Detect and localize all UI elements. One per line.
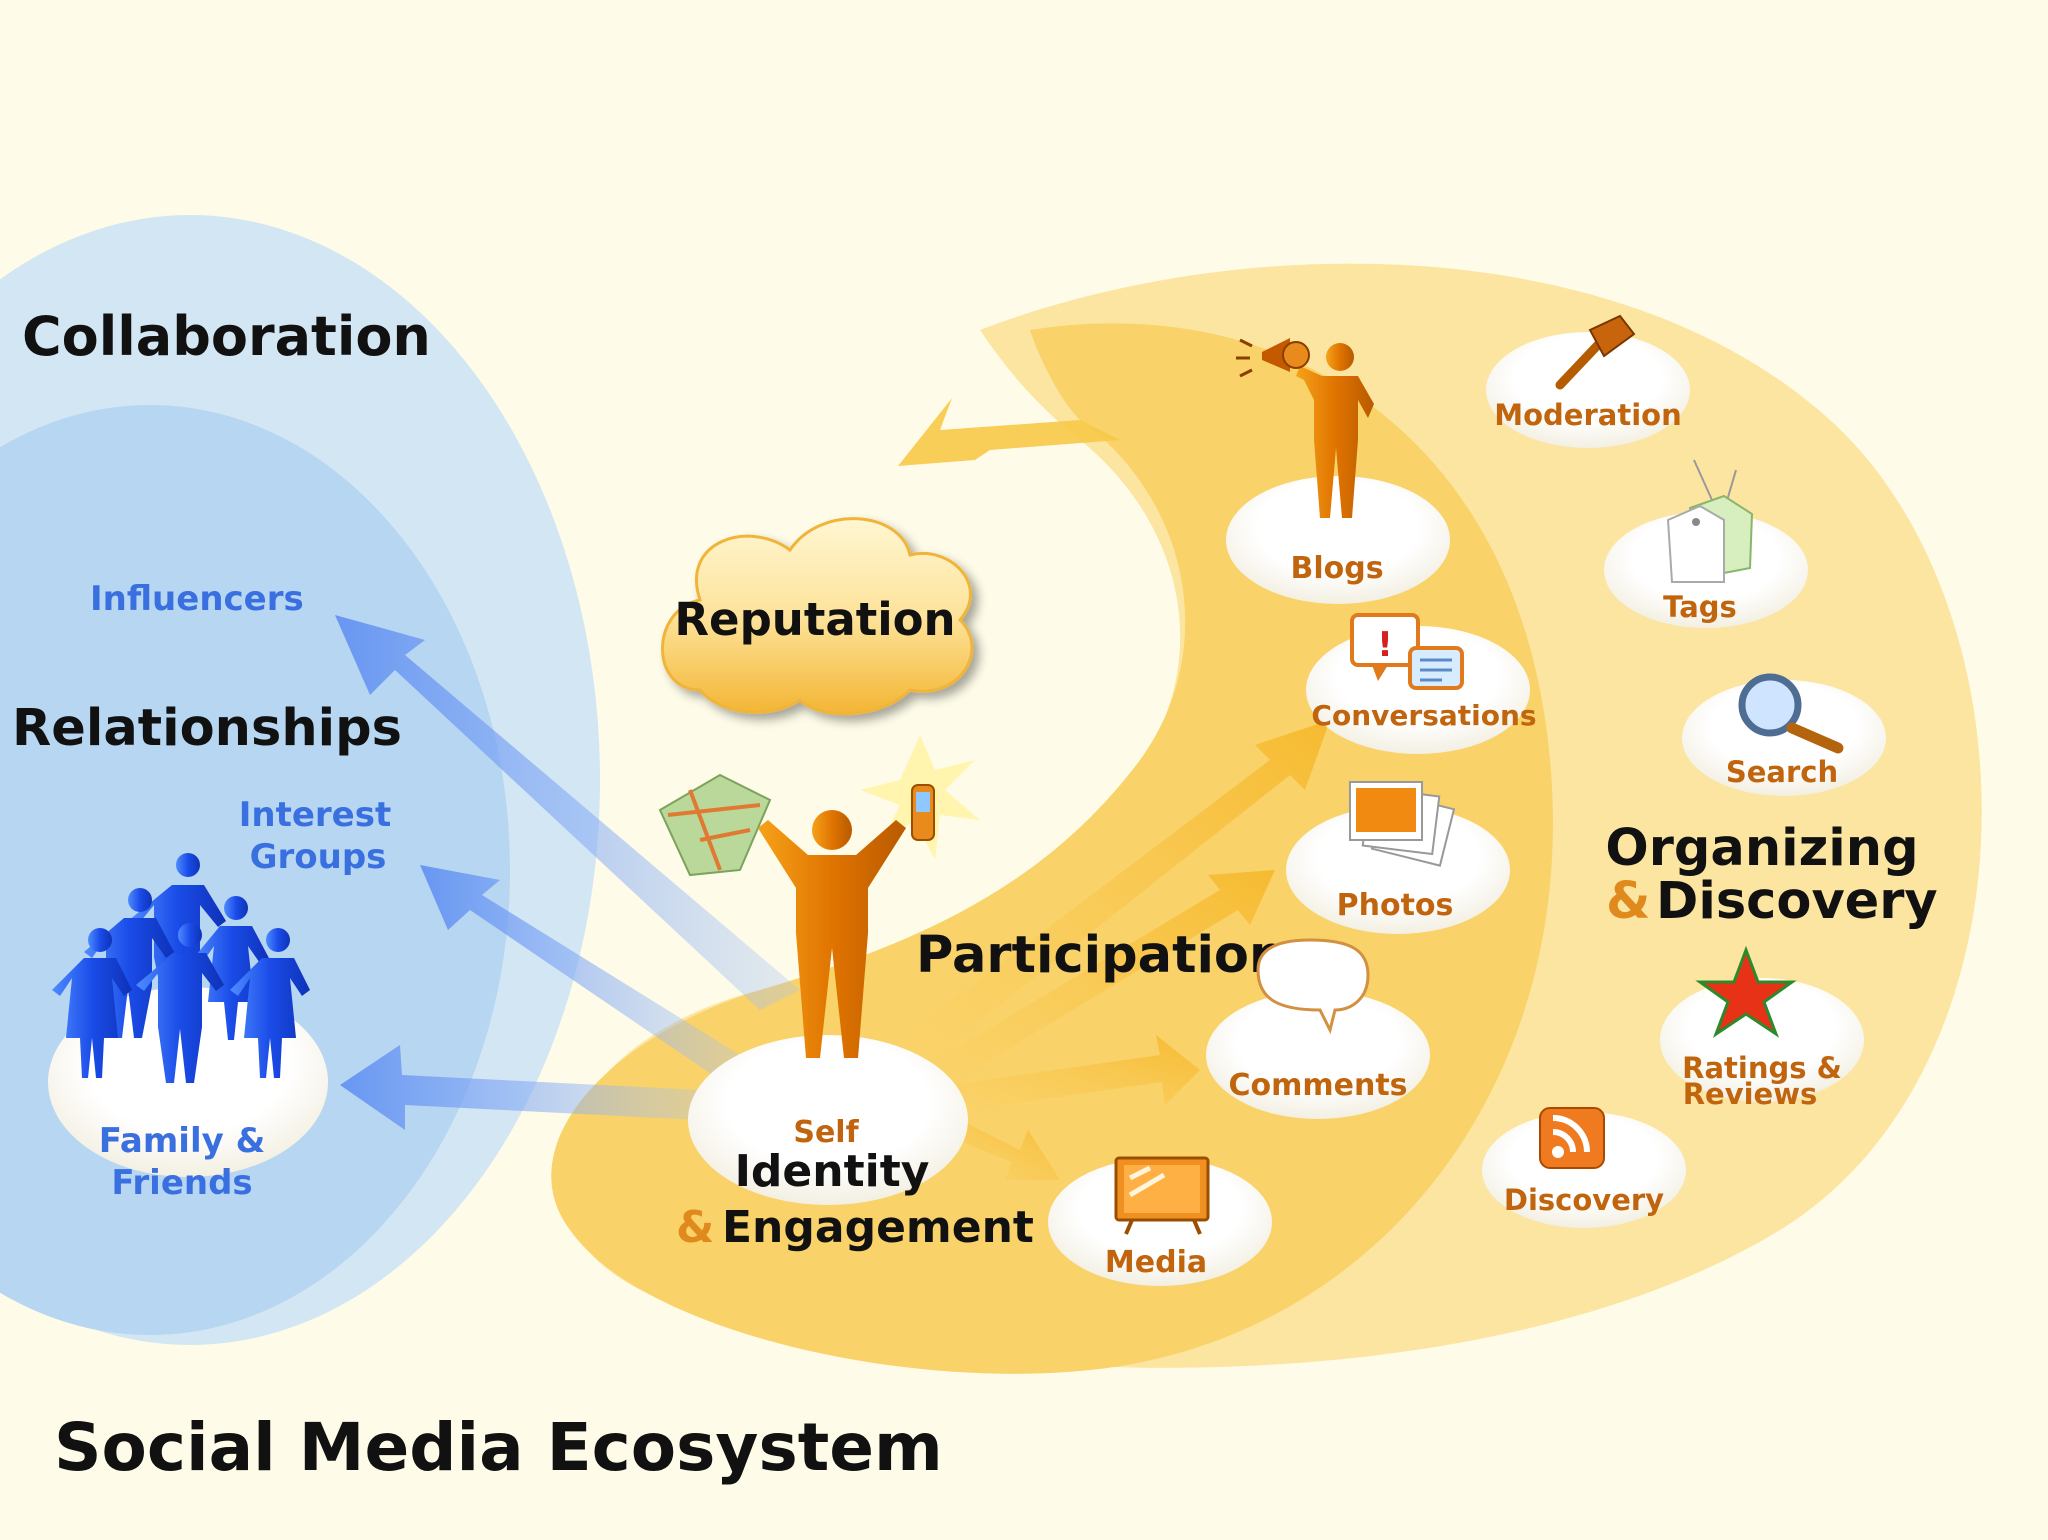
arrow-to-media: [945, 1115, 1060, 1180]
people-group-icon: [52, 853, 310, 1083]
star-icon: [1695, 945, 1797, 1038]
influencers-label: Influencers: [90, 579, 304, 619]
identity-amp: &: [676, 1202, 714, 1253]
identity-label: Identity: [735, 1146, 930, 1197]
engagement-label: Engagement: [722, 1202, 1034, 1253]
reputation-return-arrow: [898, 398, 1120, 466]
arrow-to-conversations: [900, 720, 1330, 1060]
self-disc: [688, 1035, 968, 1205]
map-icon: [658, 773, 772, 877]
search-label: Search: [1726, 755, 1838, 789]
arrow-to-photos: [920, 870, 1275, 1090]
relationships-heading: Relationships: [12, 699, 402, 758]
ratings-reviews-label-2: Reviews: [1683, 1077, 1818, 1111]
page-title: Social Media Ecosystem: [54, 1409, 943, 1486]
tv-screen-icon: [1114, 1156, 1210, 1235]
conversations-label: Conversations: [1311, 699, 1536, 732]
speech-bubbles-icon: !: [1350, 613, 1464, 690]
organizing-item-search: Search: [1682, 673, 1886, 796]
organizing-item-tags: Tags: [1604, 459, 1808, 628]
collaboration-heading: Collaboration: [22, 305, 431, 368]
reputation-label: Reputation: [674, 593, 955, 646]
organizing-amp: &: [1606, 872, 1650, 931]
arrow-to-family-friends: [340, 1045, 700, 1130]
discovery-label: Discovery: [1504, 1183, 1664, 1217]
self-person-icon: [758, 810, 906, 1058]
organizing-item-ratings-reviews: Ratings & Reviews: [1660, 945, 1864, 1111]
photo-stack-icon: [1349, 781, 1456, 867]
participation-item-blogs: Blogs: [1226, 338, 1450, 604]
participation-item-media: Media: [1048, 1156, 1272, 1286]
rss-icon: [1539, 1107, 1605, 1169]
hammer-icon: [1555, 314, 1636, 390]
participation-heading: Participation: [916, 926, 1285, 985]
family-friends-group: [48, 853, 328, 1177]
blogs-label: Blogs: [1290, 551, 1383, 586]
organizing-heading: Organizing: [1605, 819, 1918, 878]
organizing-item-discovery: Discovery: [1482, 1107, 1686, 1228]
interest-groups-label-1: Interest: [239, 795, 392, 835]
comment-bubble-icon: [1256, 938, 1370, 1035]
media-label: Media: [1105, 1245, 1207, 1280]
participation-item-conversations: ! Conversations: [1306, 613, 1537, 754]
arrow-to-comments: [950, 1035, 1200, 1112]
self-label: Self: [793, 1115, 859, 1150]
arrow-to-interest-groups: [420, 865, 740, 1080]
svg-text:!: !: [1377, 625, 1393, 665]
tags-label: Tags: [1663, 590, 1737, 624]
tags-icon: [1666, 459, 1754, 583]
ratings-reviews-label-1: Ratings &: [1682, 1051, 1842, 1085]
family-friends-label-2: Friends: [111, 1163, 252, 1203]
participation-arrows: [900, 720, 1330, 1180]
magnifier-icon: [1738, 673, 1844, 754]
self-identity-group: [658, 735, 980, 1205]
megaphone-person-icon: [1236, 338, 1374, 518]
participation-item-comments: Comments: [1206, 938, 1430, 1119]
relationship-arrows: [335, 615, 800, 1130]
discovery-heading: Discovery: [1656, 872, 1938, 931]
participation-item-photos: Photos: [1286, 781, 1510, 934]
moderation-label: Moderation: [1494, 398, 1681, 432]
arrow-to-influencers: [335, 615, 800, 1010]
reputation-cloud: [661, 517, 974, 716]
interest-groups-label-2: Groups: [250, 837, 387, 877]
comments-label: Comments: [1228, 1068, 1407, 1103]
organizing-item-moderation: Moderation: [1486, 314, 1690, 448]
photos-label: Photos: [1337, 888, 1454, 923]
family-friends-label-1: Family &: [99, 1121, 266, 1161]
